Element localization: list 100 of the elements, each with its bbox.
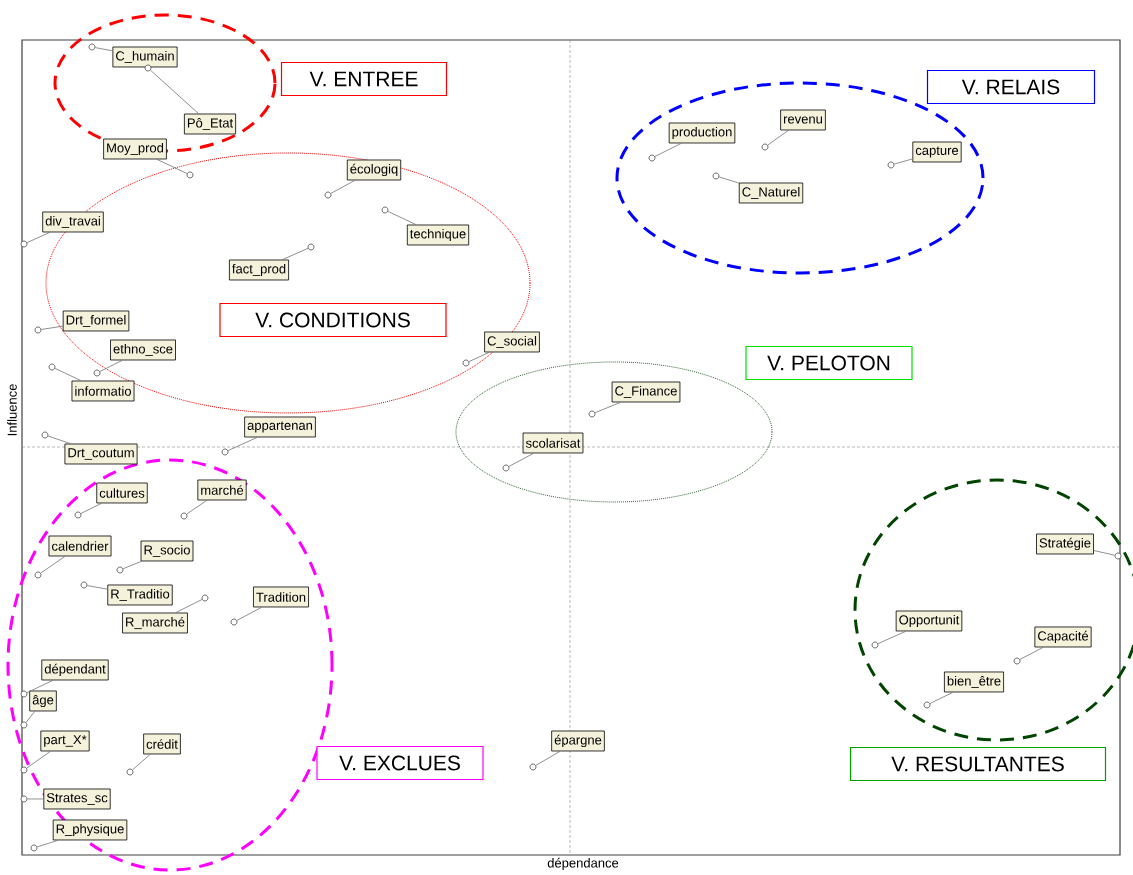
data-point xyxy=(126,768,134,776)
data-point xyxy=(80,581,88,589)
data-point xyxy=(48,363,56,371)
group-label: V. ENTREE xyxy=(280,61,448,97)
variable-label: Drt_formel xyxy=(62,310,130,332)
data-point xyxy=(529,763,537,771)
leader-line xyxy=(27,798,44,800)
leader-line xyxy=(535,751,561,766)
variable-label: crédit xyxy=(143,733,181,755)
data-point xyxy=(462,359,470,367)
leader-line xyxy=(40,325,64,330)
data-point xyxy=(144,64,152,72)
leader-line xyxy=(54,368,82,381)
data-point xyxy=(186,171,194,179)
variable-label: dépendant xyxy=(41,659,109,681)
group-label: V. EXCLUES xyxy=(316,745,484,781)
variable-label: Moy_prod xyxy=(103,138,167,160)
data-point xyxy=(1114,552,1122,560)
variable-label: cultures xyxy=(96,482,148,504)
leader-line xyxy=(1093,550,1116,556)
leader-line xyxy=(47,435,71,444)
data-point xyxy=(34,326,42,334)
group-label: V. RESULTANTES xyxy=(849,746,1107,782)
variable-label: informatio xyxy=(71,380,135,402)
data-point xyxy=(180,512,188,520)
data-point xyxy=(201,594,209,602)
variable-label: épargne xyxy=(551,730,605,752)
data-point xyxy=(221,448,229,456)
variable-label: technique xyxy=(406,224,470,246)
data-point xyxy=(712,172,720,180)
leader-line xyxy=(186,500,208,515)
leader-line xyxy=(40,556,66,574)
data-point xyxy=(887,161,895,169)
leader-line xyxy=(26,232,51,243)
leader-line xyxy=(156,159,188,174)
leader-line xyxy=(877,631,906,644)
variable-label: scolarisat xyxy=(522,432,584,454)
variable-label: R_socio xyxy=(140,540,194,562)
leader-line xyxy=(25,711,36,723)
variable-label: Capacité xyxy=(1034,626,1092,648)
variable-label: part_X* xyxy=(40,730,90,752)
variable-label: C_humain xyxy=(112,46,178,68)
leader-line xyxy=(508,453,534,467)
leader-line xyxy=(282,247,309,260)
leader-line xyxy=(26,751,51,769)
variable-label: écologiq xyxy=(346,159,402,181)
data-point xyxy=(34,571,42,579)
axis-label: Influence xyxy=(7,384,17,436)
data-point xyxy=(1013,657,1021,665)
data-point xyxy=(30,844,38,852)
variable-label: Pô_Etat xyxy=(184,113,237,135)
leader-line xyxy=(767,130,789,146)
variable-label: div_travai xyxy=(42,211,104,233)
leader-line xyxy=(227,437,258,451)
variable-label: marché xyxy=(197,479,247,501)
data-point xyxy=(20,240,28,248)
leader-line xyxy=(36,840,59,848)
leader-line xyxy=(387,211,417,225)
leader-line xyxy=(893,158,913,165)
variable-label: R_physique xyxy=(52,819,128,841)
data-point xyxy=(20,690,28,698)
data-point xyxy=(20,795,28,803)
leader-line xyxy=(26,680,54,693)
variable-label: âge xyxy=(29,690,57,712)
variable-label: capture xyxy=(912,141,962,163)
leader-line xyxy=(175,599,203,613)
data-point xyxy=(41,431,49,439)
data-point xyxy=(381,206,389,214)
leader-line xyxy=(594,402,621,414)
data-point xyxy=(93,369,101,377)
leader-line xyxy=(330,180,356,194)
variable-label: Drt_coutum xyxy=(64,443,138,465)
variable-label: C_social xyxy=(484,331,540,353)
data-point xyxy=(502,464,510,472)
data-point xyxy=(230,618,238,626)
variable-label: R_marché xyxy=(122,612,188,634)
variable-label: Opportunit xyxy=(895,610,963,632)
data-point xyxy=(20,721,28,729)
leader-line xyxy=(718,176,740,184)
leader-line xyxy=(1019,647,1044,660)
data-point xyxy=(923,701,931,709)
group-label: V. RELAIS xyxy=(926,69,1096,105)
leader-line xyxy=(654,143,682,157)
variable-label: revenu xyxy=(780,109,826,131)
variable-label: ethno_sce xyxy=(110,339,176,361)
data-point xyxy=(648,154,656,162)
variable-label: C_Finance xyxy=(611,381,681,403)
variable-label: Stratégie xyxy=(1036,533,1094,555)
variable-label: C_Naturel xyxy=(738,182,804,204)
data-point xyxy=(307,243,315,251)
variable-label: Tradition xyxy=(253,586,309,608)
group-label: V. PELOTON xyxy=(745,345,913,381)
variable-label: Strates_sc xyxy=(43,788,111,810)
group-label: V. CONDITIONS xyxy=(219,302,447,338)
data-point xyxy=(116,566,124,574)
data-point xyxy=(74,511,82,519)
variable-label: calendrier xyxy=(48,535,112,557)
variable-label: bien_être xyxy=(944,671,1004,693)
leader-line xyxy=(80,503,102,514)
leader-line xyxy=(236,607,262,621)
